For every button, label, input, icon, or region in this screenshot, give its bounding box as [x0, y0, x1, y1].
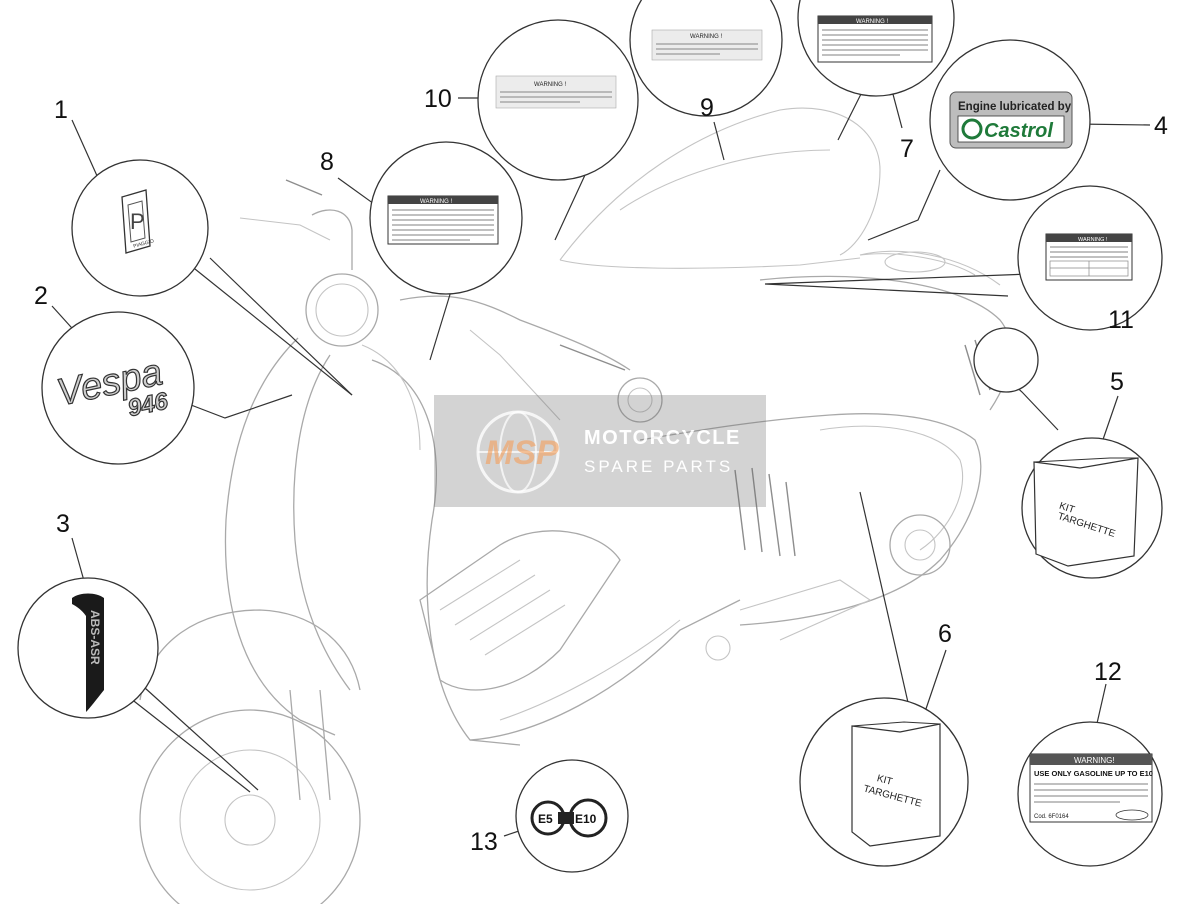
callout-number-8: 8 [320, 148, 334, 176]
piaggio-badge: P PIAGGIO [121, 189, 155, 254]
warning-label-11: WARNING ! [1045, 233, 1133, 281]
warning-title-9: WARNING ! [690, 34, 722, 40]
callout-11: WARNING ! 11 [764, 185, 1163, 334]
fuel-warning-title: WARNING! [1074, 756, 1115, 765]
callout-10: WARNING ! 10 [424, 19, 639, 241]
callout-4: Engine lubricated by Castrol 4 [867, 39, 1168, 241]
callout-number-13: 13 [470, 828, 498, 856]
abs-asr-decal: ABS-ASR [72, 593, 104, 712]
castrol-line1: Engine lubricated by [958, 101, 1072, 113]
warning-label-9: WARNING ! [651, 29, 763, 61]
callout-number-1: 1 [54, 96, 68, 124]
piaggio-text: PIAGGIO [133, 238, 155, 249]
callout-number-2: 2 [34, 282, 48, 310]
callout-5: KIT TARGHETTE 5 [973, 327, 1163, 579]
callout-number-6: 6 [938, 620, 952, 648]
scooter-drawing [139, 107, 1012, 909]
callout-number-4: 4 [1154, 112, 1168, 140]
castrol-decal: Engine lubricated by Castrol [949, 91, 1073, 149]
callout-6: KIT TARGHETTE 6 [799, 491, 969, 867]
kit-label-6: KIT [876, 773, 894, 788]
callout-number-7: 7 [900, 135, 914, 163]
callout-number-12: 12 [1094, 658, 1122, 686]
callout-number-9: 9 [700, 94, 714, 122]
detail-circle-5-small [973, 327, 1039, 393]
callout-number-10: 10 [424, 85, 452, 113]
callout-1: P PIAGGIO 1 [54, 96, 353, 396]
e10-label: E10 [575, 812, 597, 826]
fuel-e5-e10-badge: E5 E10 [530, 798, 608, 838]
watermark: MSP MOTORCYCLE SPARE PARTS [434, 395, 766, 507]
kit-label: KIT [1058, 501, 1076, 516]
warning-label-7: WARNING ! [817, 15, 933, 63]
fuel-code-text: Cod. 6F0164 [1034, 814, 1069, 820]
abs-asr-text: ABS-ASR [88, 610, 102, 665]
callout-8: WARNING ! 8 [320, 141, 523, 361]
callout-number-11: 11 [1108, 306, 1134, 334]
watermark-line2: SPARE PARTS [584, 457, 733, 476]
warning-title: WARNING ! [420, 199, 452, 205]
callout-number-3: 3 [56, 510, 70, 538]
callout-3: ABS-ASR 3 [17, 510, 259, 793]
callout-12: WARNING! USE ONLY GASOLINE UP TO E10 Cod… [1017, 658, 1163, 867]
callout-13: E5 E10 13 [470, 759, 629, 873]
callout-number-5: 5 [1110, 368, 1124, 396]
callout-7: WARNING ! 7 [797, 0, 955, 163]
detail-circle-2 [41, 311, 195, 465]
kit-targhette-bag-5: KIT TARGHETTE [1033, 457, 1139, 567]
fuel-warning-label: WARNING! USE ONLY GASOLINE UP TO E10 Cod… [1029, 753, 1153, 823]
warning-title-10: WARNING ! [534, 82, 566, 88]
warning-title-7: WARNING ! [856, 19, 888, 25]
watermark-line1: MOTORCYCLE [584, 427, 741, 449]
callout-9: WARNING ! 9 [629, 0, 783, 161]
e5-label: E5 [538, 812, 553, 826]
castrol-brand: Castrol [984, 120, 1053, 142]
warning-title-11: WARNING ! [1078, 237, 1108, 243]
warning-label-8: WARNING ! [387, 195, 499, 245]
callout-2: Vespa 946 2 [34, 282, 293, 465]
warning-label-10: WARNING ! [495, 75, 617, 109]
castrol-logo-icon [961, 118, 983, 140]
piaggio-logo-icon: P [130, 209, 145, 234]
kit-targhette-bag-6: KIT TARGHETTE [851, 721, 941, 847]
fuel-warning-text: USE ONLY GASOLINE UP TO E10 [1034, 769, 1153, 778]
watermark-logo: MSP [485, 434, 559, 472]
